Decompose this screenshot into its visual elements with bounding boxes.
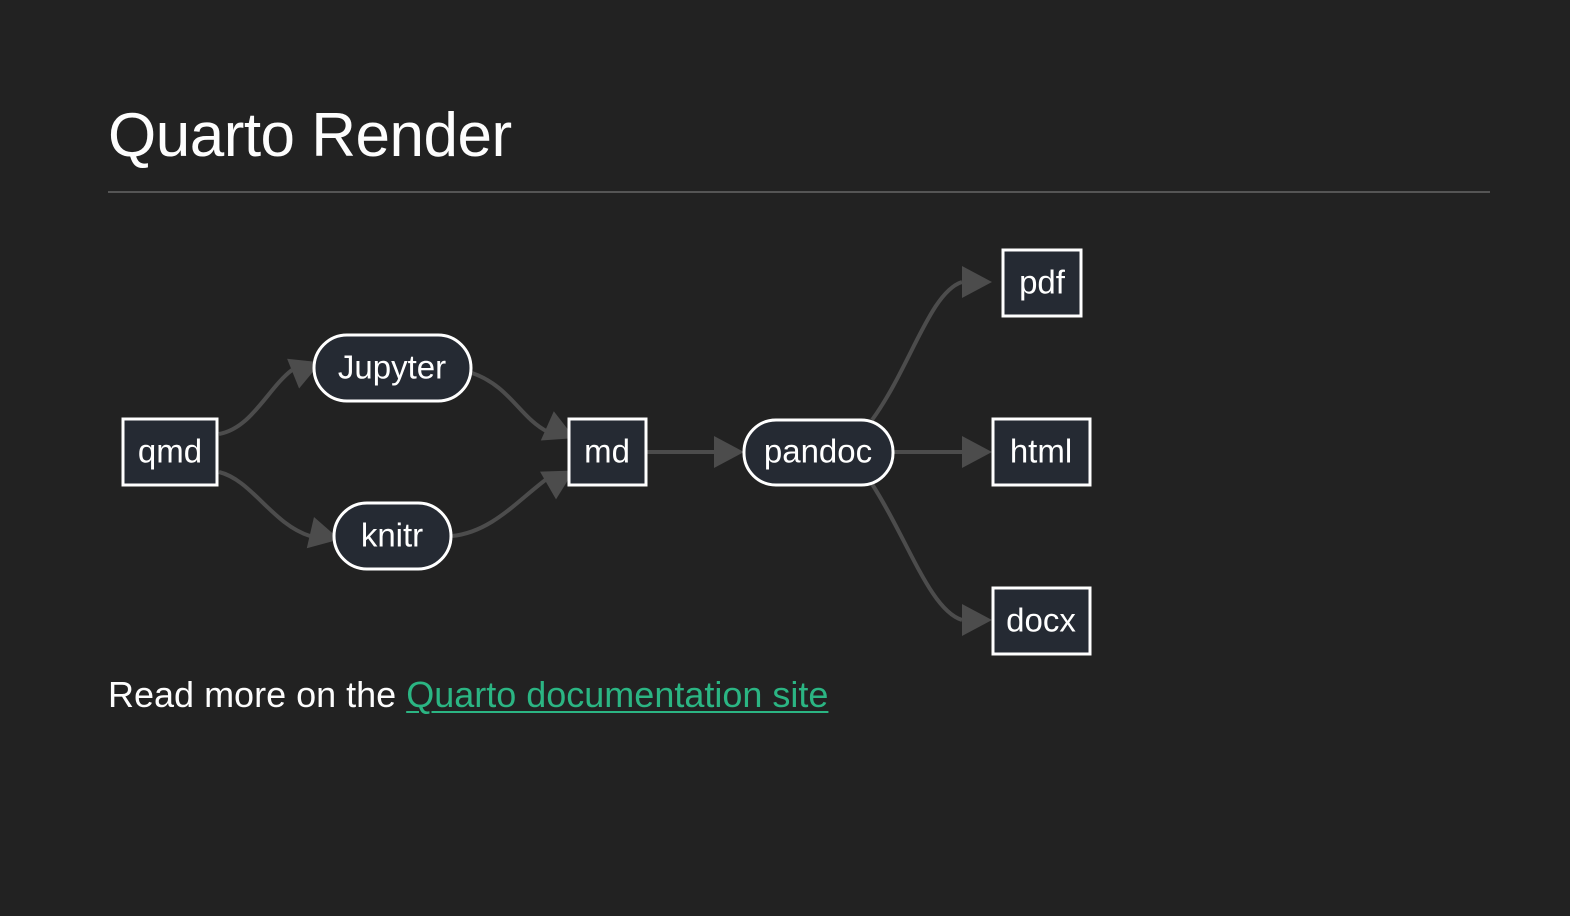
node-html-label: html <box>1010 433 1072 470</box>
read-more-text: Read more on the Quarto documentation si… <box>108 672 828 719</box>
node-pandoc-label: pandoc <box>764 433 872 470</box>
node-pdf-label: pdf <box>1019 264 1066 301</box>
node-md[interactable]: md <box>567 417 648 487</box>
node-docx-label: docx <box>1006 602 1076 639</box>
node-qmd-label: qmd <box>138 433 202 470</box>
node-pdf[interactable]: pdf <box>1001 248 1083 318</box>
edge-pandoc-to-pdf <box>870 266 992 422</box>
node-md-label: md <box>584 433 630 470</box>
node-jupyter[interactable]: Jupyter <box>312 333 473 403</box>
edge-jupyter-to-md <box>471 371 575 441</box>
node-pandoc[interactable]: pandoc <box>742 418 895 487</box>
flowchart-nodes: qmd Jupyter knitr md pandoc <box>121 248 1092 656</box>
node-qmd[interactable]: qmd <box>121 417 219 487</box>
quarto-documentation-link[interactable]: Quarto documentation site <box>406 674 829 715</box>
edge-knitr-to-md <box>451 470 574 538</box>
edge-qmd-to-knitr <box>218 470 340 549</box>
read-more-lead: Read more on the <box>108 674 407 715</box>
edge-md-to-pandoc <box>646 436 744 468</box>
edge-pandoc-to-docx <box>870 482 992 636</box>
quarto-render-flowchart: qmd Jupyter knitr md pandoc <box>0 218 1570 668</box>
title-divider <box>108 191 1490 193</box>
flowchart-edges <box>218 266 992 636</box>
node-jupyter-label: Jupyter <box>338 349 446 386</box>
edge-qmd-to-jupyter <box>218 358 321 436</box>
node-knitr[interactable]: knitr <box>332 501 453 571</box>
edge-pandoc-to-html <box>894 436 992 468</box>
page-title: Quarto Render <box>108 101 512 170</box>
node-docx[interactable]: docx <box>991 586 1092 656</box>
node-knitr-label: knitr <box>361 517 423 554</box>
node-html[interactable]: html <box>991 417 1092 487</box>
